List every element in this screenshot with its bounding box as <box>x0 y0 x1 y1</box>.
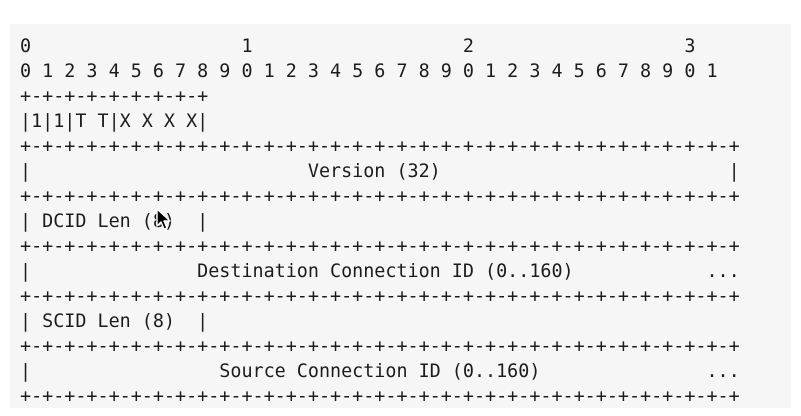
row-border: +-+-+-+-+-+-+-+-+-+-+-+-+-+-+-+-+-+-+-+-… <box>20 286 740 307</box>
bit-index-ruler: 0 1 2 3 4 5 6 7 8 9 0 1 2 3 4 5 6 7 8 9 … <box>20 61 718 82</box>
row-border: +-+-+-+-+-+-+-+-+-+-+-+-+-+-+-+-+-+-+-+-… <box>20 236 740 257</box>
row-border: +-+-+-+-+-+-+-+-+-+-+-+-+-+-+-+-+-+-+-+-… <box>20 136 740 157</box>
version-field: | Version (32) | <box>20 161 740 182</box>
scid-len-field: | SCID Len (8) | <box>20 311 209 332</box>
code-block-panel <box>10 24 791 408</box>
mouse-pointer-icon <box>156 208 171 230</box>
first-byte-fields: |1|1|T T|X X X X| <box>20 111 209 132</box>
first-byte-border: +-+-+-+-+-+-+-+-+ <box>20 86 209 107</box>
bit-decade-ruler: 0 1 2 3 <box>20 36 696 57</box>
row-border: +-+-+-+-+-+-+-+-+-+-+-+-+-+-+-+-+-+-+-+-… <box>20 186 740 207</box>
dcid-len-field: | DCID Len (8) | <box>20 211 209 232</box>
source-connection-id-field: | Source Connection ID (0..160) ... <box>20 361 740 382</box>
destination-connection-id-field: | Destination Connection ID (0..160) ... <box>20 261 740 282</box>
packet-header-diagram: 0 1 2 3 0 1 2 3 4 5 6 7 8 9 0 1 2 3 4 5 6… <box>20 34 740 409</box>
row-border: +-+-+-+-+-+-+-+-+-+-+-+-+-+-+-+-+-+-+-+-… <box>20 386 740 407</box>
row-border: +-+-+-+-+-+-+-+-+-+-+-+-+-+-+-+-+-+-+-+-… <box>20 336 740 357</box>
